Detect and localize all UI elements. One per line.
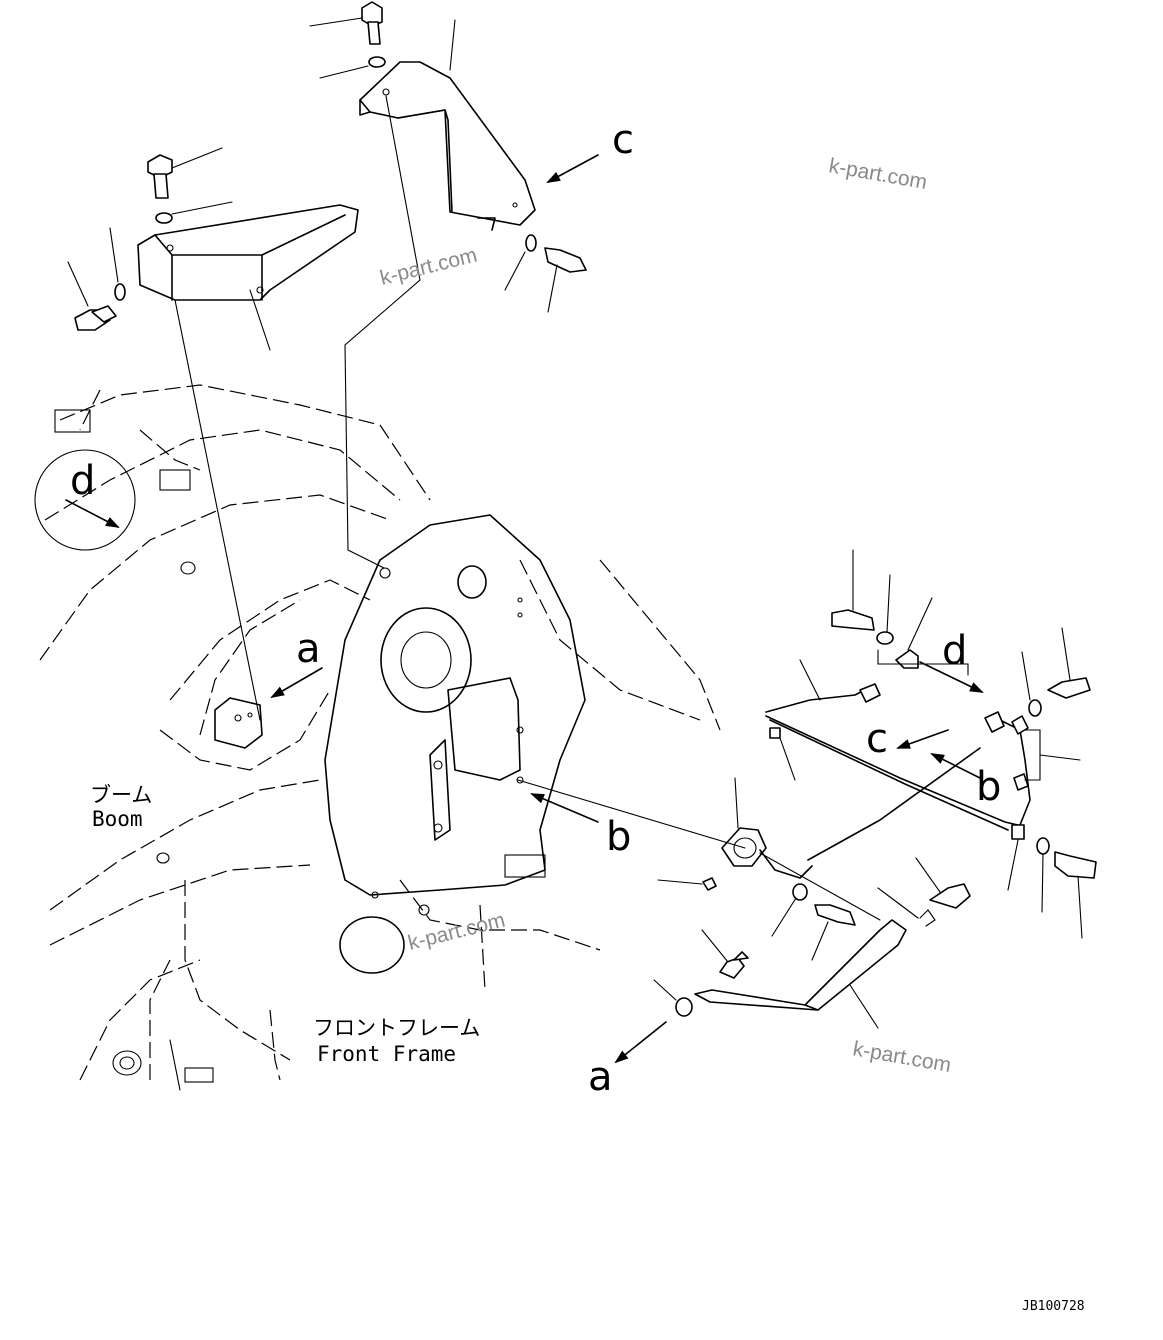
bracket-a-mount <box>214 697 263 749</box>
arrow-d-left <box>65 499 120 528</box>
front-frame-label-en: Front Frame <box>317 1042 456 1066</box>
label-a-top: a <box>296 626 321 672</box>
label-b-right: b <box>976 764 1001 810</box>
label-c-top: c <box>612 117 634 163</box>
drawing-code: JB100728 <box>1022 1299 1085 1314</box>
callout-arrows <box>65 154 984 1064</box>
label-d-right: d <box>942 628 967 674</box>
boom-label-jp: ブーム <box>90 783 152 807</box>
label-c-right: c <box>866 716 888 762</box>
arrow-c-right <box>896 729 949 749</box>
front-frame-outline <box>34 384 721 1091</box>
watermark-1: k-part.com <box>827 154 929 194</box>
watermark-2: k-part.com <box>378 244 480 290</box>
watermark-3: k-part.com <box>406 909 508 955</box>
arrow-d-right <box>919 661 984 693</box>
boom-label-en: Boom <box>92 807 143 831</box>
arrow-c-top <box>546 154 599 183</box>
arrow-b-left <box>530 793 599 823</box>
detail-d-circle <box>34 449 136 551</box>
arrow-b-right <box>930 753 981 779</box>
arrow-a-bottom <box>614 1021 667 1064</box>
front-frame-label-jp: フロントフレーム <box>313 1016 480 1040</box>
label-d-left: d <box>70 458 95 504</box>
arrow-a-left <box>270 667 323 699</box>
cover-left <box>67 147 359 721</box>
label-a-bottom: a <box>588 1054 613 1100</box>
watermark-4: k-part.com <box>851 1037 953 1077</box>
cover-top-c <box>309 1 587 569</box>
harness-assembly <box>517 549 1097 1029</box>
label-b-left: b <box>606 814 631 860</box>
main-pivot-bracket <box>324 514 586 916</box>
